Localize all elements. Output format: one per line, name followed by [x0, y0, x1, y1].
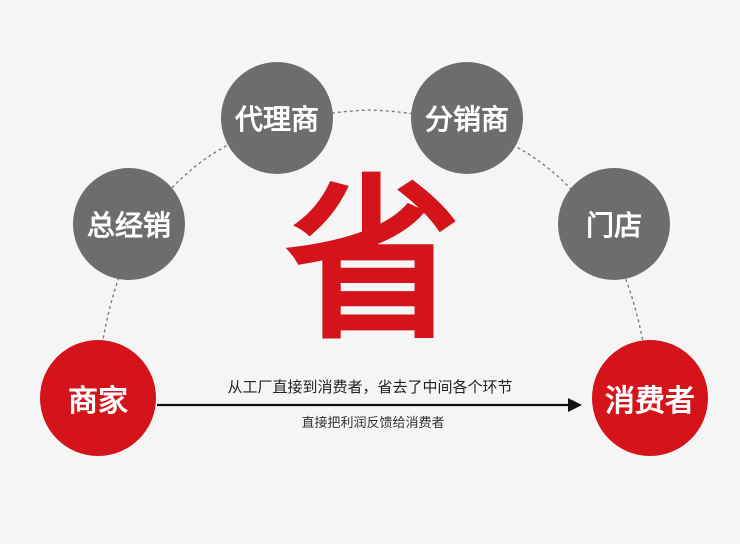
consumer-node: 消费者: [592, 340, 708, 456]
merchant-node: 商家: [40, 340, 156, 456]
caption-main: 从工厂直接到消费者，省去了中间各个环节: [227, 378, 513, 396]
distributor-node: 总经销: [73, 168, 185, 280]
store-node: 门店: [558, 168, 670, 280]
reseller-node: 分销商: [411, 62, 523, 174]
center-character: 省: [284, 159, 461, 364]
agent-node: 代理商: [221, 62, 333, 174]
flow-arrow-head: [568, 398, 582, 412]
caption-sub: 直接把利润反馈给消费者: [301, 416, 445, 431]
